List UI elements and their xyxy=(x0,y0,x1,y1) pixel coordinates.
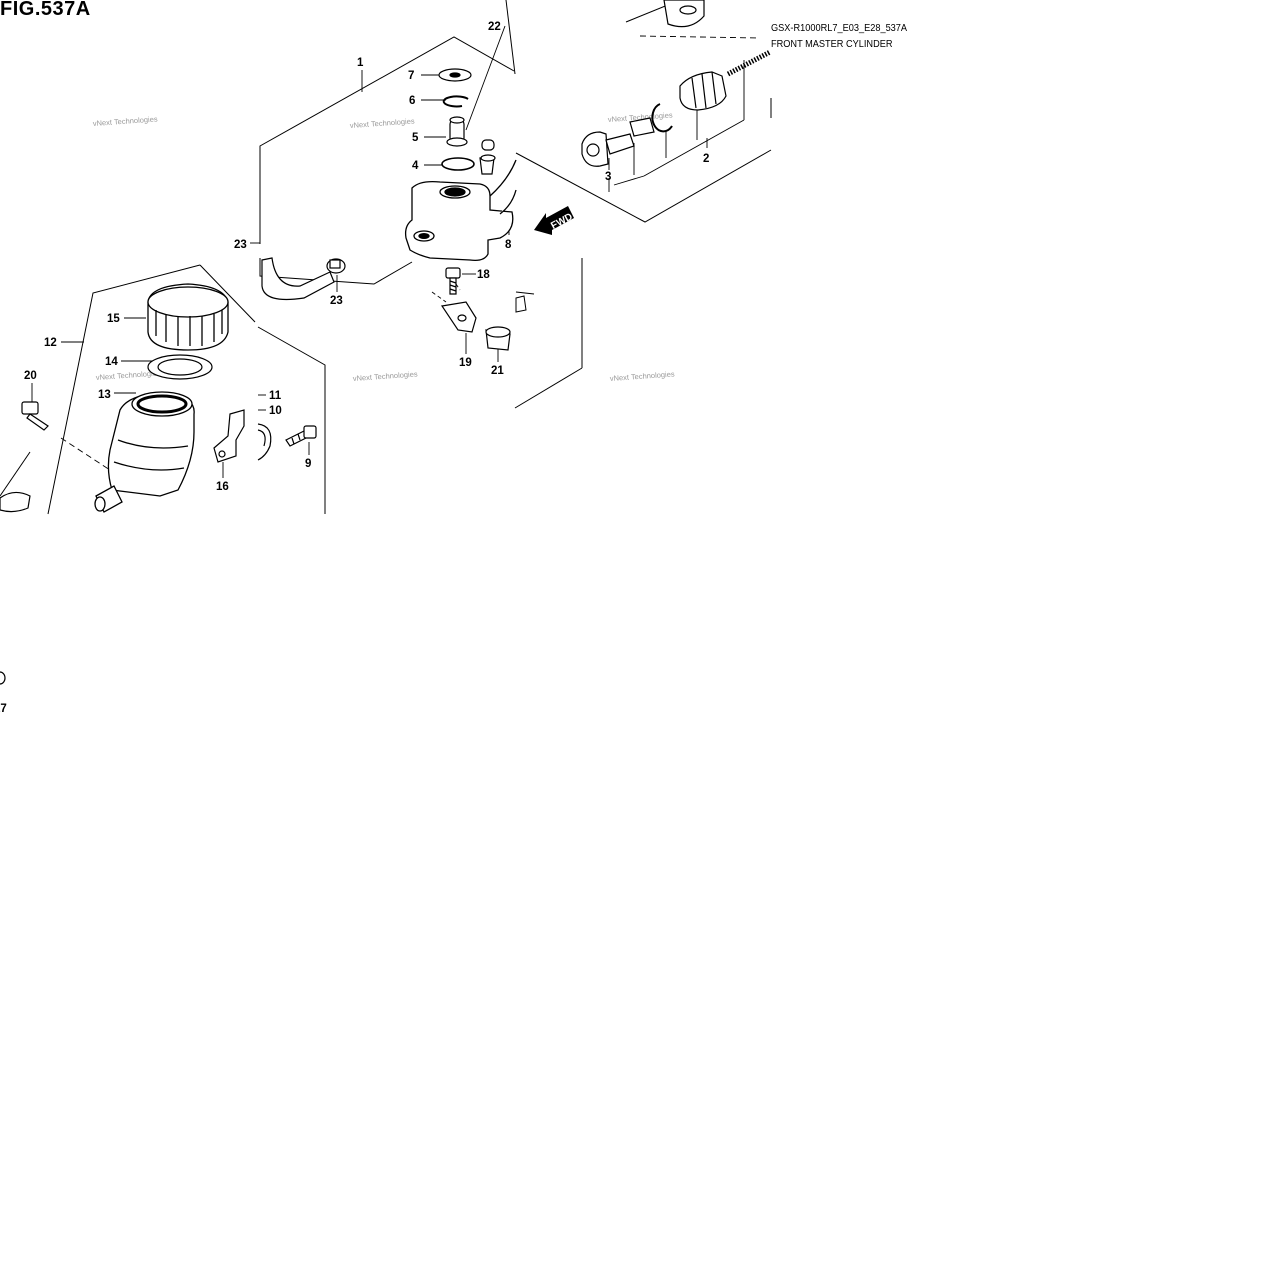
fitting-17-part xyxy=(0,491,31,685)
circlip-c xyxy=(651,103,673,133)
reservoir-frame-right xyxy=(257,326,326,514)
callout-23-left: 23 xyxy=(234,239,247,251)
callout-6: 6 xyxy=(409,95,415,107)
watermark-6: vNext Technologies xyxy=(610,369,676,383)
bolt-18-part xyxy=(445,267,461,295)
callout-14: 14 xyxy=(105,356,118,368)
watermark-5: vNext Technologies xyxy=(353,369,419,383)
callout-5: 5 xyxy=(412,132,419,144)
callout-15: 15 xyxy=(107,313,120,325)
leader-lines xyxy=(31,25,761,478)
callout-8: 8 xyxy=(505,239,512,251)
callout-16: 16 xyxy=(216,481,229,493)
hose-clamp-part xyxy=(326,258,346,274)
figure-code: GSX-R1000RL7_E03_E28_537A xyxy=(771,23,908,34)
callout-9: 9 xyxy=(305,458,311,470)
callout-17: 17 xyxy=(0,703,7,715)
reservoir-frame xyxy=(47,264,201,515)
figure-name: FRONT MASTER CYLINDER xyxy=(771,39,893,50)
callout-21: 21 xyxy=(491,365,504,377)
reservoir-frame-top xyxy=(199,264,256,323)
master-cylinder-body xyxy=(404,159,517,262)
callout-10: 10 xyxy=(269,405,282,417)
hose-lower-line xyxy=(0,451,31,497)
diaphragm-plate-part xyxy=(147,354,213,380)
hose-frame xyxy=(505,0,516,75)
master-cylinder-frame xyxy=(259,36,515,244)
callout-1: 1 xyxy=(357,57,364,69)
callout-2: 2 xyxy=(703,153,709,165)
clamp-10-part xyxy=(257,423,272,461)
connector-part xyxy=(515,291,535,313)
spring-part xyxy=(726,49,772,77)
spring-seat xyxy=(629,117,655,137)
callout-12: 12 xyxy=(44,337,57,349)
callout-22: 22 xyxy=(488,21,501,33)
watermark-2: vNext Technologies xyxy=(350,116,416,130)
circlip-part xyxy=(442,95,469,108)
watermark-1: vNext Technologies xyxy=(93,114,159,128)
cover-21-part xyxy=(485,326,511,351)
cap-top-part xyxy=(438,68,472,82)
o-ring-part xyxy=(441,157,475,171)
cup-part xyxy=(679,71,727,111)
callout-23-clamp: 23 xyxy=(330,295,343,307)
callout-11: 11 xyxy=(269,390,282,402)
hose-part xyxy=(261,257,335,301)
callout-7: 7 xyxy=(408,70,414,82)
reservoir-body-part xyxy=(94,391,195,513)
callout-4: 4 xyxy=(412,160,419,172)
piston-rod xyxy=(605,133,635,155)
fwd-arrow-icon: FWD xyxy=(534,206,575,235)
bracket-frame-bottom xyxy=(514,367,583,409)
callout-3: 3 xyxy=(605,171,611,183)
callout-labels: 1 2 3 4 5 6 7 8 9 10 11 12 13 14 15 16 1… xyxy=(0,21,709,715)
bleeder-part xyxy=(479,139,496,175)
piston-assembly xyxy=(581,0,772,167)
callout-18: 18 xyxy=(477,269,490,281)
hose-joint-part xyxy=(446,116,468,147)
figure-title: FIG.537A xyxy=(0,0,91,20)
bolt-9-part xyxy=(285,425,317,447)
bolt-20-part xyxy=(21,401,49,431)
callout-20: 20 xyxy=(24,370,37,382)
bracket-19-part xyxy=(440,301,477,333)
bracket-16-part xyxy=(213,409,245,463)
piston-frame xyxy=(515,149,772,223)
reservoir-cap-part xyxy=(147,283,229,351)
callout-13: 13 xyxy=(98,389,111,401)
callout-19: 19 xyxy=(459,357,472,369)
